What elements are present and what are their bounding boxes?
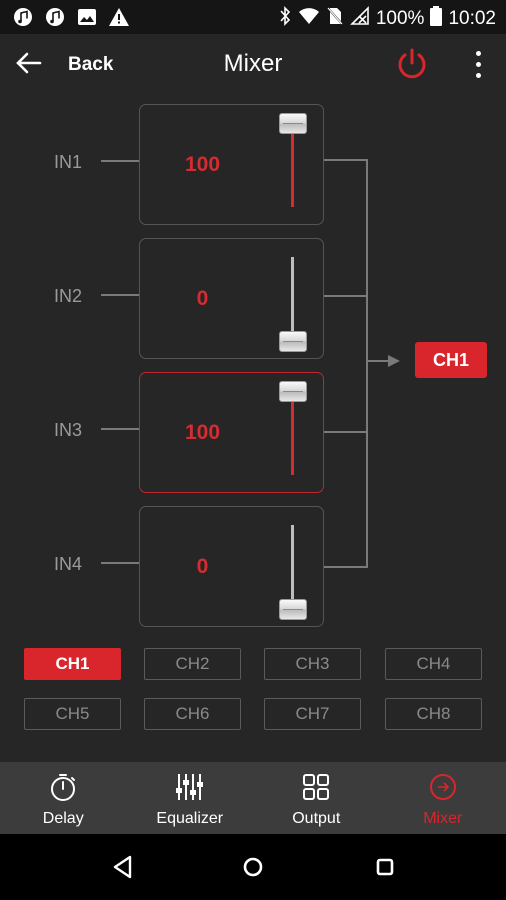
fader-knob[interactable] [279, 331, 307, 352]
no-sim-icon [326, 6, 344, 32]
bus-line [324, 159, 368, 161]
fader-fill [291, 391, 294, 475]
nav-equalizer-label: Equalizer [156, 810, 224, 827]
nav-equalizer[interactable]: Equalizer [127, 762, 254, 834]
nav-output[interactable]: Output [253, 762, 380, 834]
bluetooth-icon [278, 6, 292, 32]
channel-button[interactable]: CH2 [144, 648, 241, 680]
input-connector-line [101, 428, 139, 430]
channel-button[interactable]: CH3 [264, 648, 361, 680]
page-title: Mixer [223, 50, 283, 77]
arrow-left-icon [14, 51, 42, 80]
stopwatch-icon [51, 774, 76, 801]
home-circle-icon[interactable] [238, 852, 268, 882]
bus-line [366, 159, 368, 568]
channel-button[interactable]: CH7 [264, 698, 361, 730]
input-card[interactable]: 0 [139, 238, 324, 359]
wifi-icon [298, 7, 320, 31]
equalizer-icon [175, 774, 203, 800]
bus-line [324, 431, 368, 433]
input-connector-line [101, 562, 139, 564]
input-level-value: 100 [184, 153, 221, 176]
back-label: Back [68, 54, 114, 75]
no-signal-icon [349, 6, 370, 32]
input-card[interactable]: 100 [139, 104, 324, 225]
recents-square-icon[interactable] [370, 852, 400, 882]
input-label: IN1 [54, 152, 83, 172]
music-note-icon [12, 6, 34, 28]
fader-knob[interactable] [279, 381, 307, 402]
nav-mixer[interactable]: Mixer [380, 762, 506, 834]
battery-text: 100% [375, 8, 425, 29]
system-nav-bar [0, 834, 506, 900]
power-button[interactable] [394, 46, 430, 82]
fader-knob[interactable] [279, 599, 307, 620]
channel-button[interactable]: CH5 [24, 698, 121, 730]
fader-track[interactable] [291, 257, 294, 341]
clock: 10:02 [448, 8, 496, 29]
bottom-nav: Delay Equalizer Output Mixer [0, 762, 506, 834]
bus-line [324, 295, 368, 297]
bus-line [324, 566, 368, 568]
input-level-value: 100 [184, 421, 221, 444]
back-button[interactable]: Back [14, 47, 113, 83]
input-connector-line [101, 160, 139, 162]
arrow-right-icon [388, 355, 400, 367]
warning-icon [108, 6, 130, 28]
channel-button[interactable]: CH6 [144, 698, 241, 730]
grid-icon [303, 774, 330, 800]
channel-button[interactable]: CH4 [385, 648, 482, 680]
nav-delay-label: Delay [42, 810, 84, 827]
battery-icon [430, 6, 443, 32]
input-label: IN2 [54, 286, 83, 306]
input-connector-line [101, 294, 139, 296]
input-card[interactable]: 100 [139, 372, 324, 493]
fader-knob[interactable] [279, 113, 307, 134]
input-level-value: 0 [196, 555, 209, 578]
more-options-icon[interactable] [466, 46, 490, 82]
bus-line [366, 360, 388, 362]
output-channel-button[interactable]: CH1 [415, 342, 487, 378]
nav-mixer-label: Mixer [423, 810, 463, 827]
music-note-icon [44, 6, 66, 28]
image-icon [76, 6, 98, 28]
input-level-value: 0 [196, 287, 209, 310]
fader-track[interactable] [291, 525, 294, 609]
power-icon [398, 48, 426, 79]
input-label: IN3 [54, 420, 83, 440]
back-triangle-icon[interactable] [108, 852, 138, 882]
app-bar: Back Mixer [0, 34, 506, 96]
input-card[interactable]: 0 [139, 506, 324, 627]
channel-button[interactable]: CH1 [24, 648, 121, 680]
nav-output-label: Output [292, 810, 341, 827]
input-label: IN4 [54, 554, 83, 574]
nav-delay[interactable]: Delay [0, 762, 127, 834]
channel-button[interactable]: CH8 [385, 698, 482, 730]
status-bar: 100% 10:02 [0, 0, 506, 34]
fader-fill [291, 123, 294, 207]
mixer-icon [429, 774, 456, 800]
